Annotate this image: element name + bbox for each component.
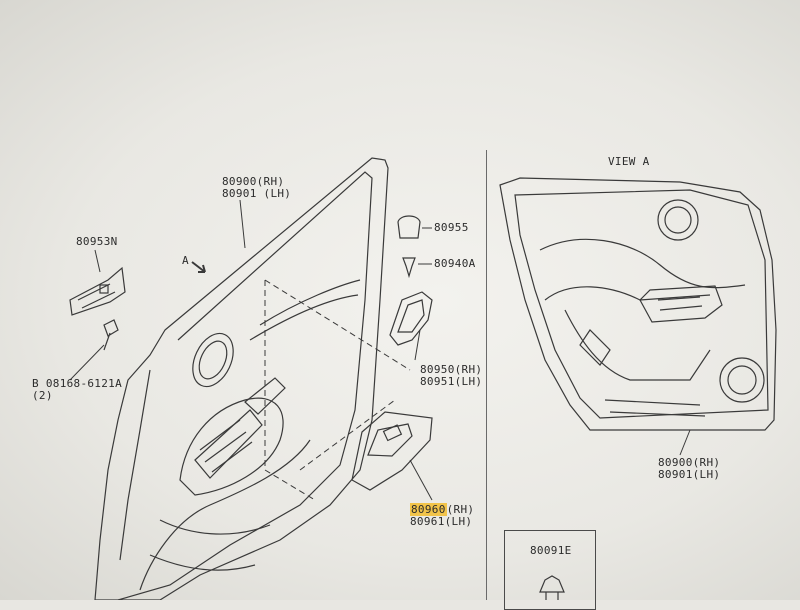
cap-label: 80955 (434, 221, 469, 234)
view-a-speaker-lower (719, 357, 765, 403)
clip-part (402, 257, 416, 279)
view-a-door-outline (499, 177, 777, 431)
bolt-part-number: B 08168-6121A (32, 377, 122, 390)
handle-lh: 80951(LH) (420, 375, 483, 388)
handle-rh: 80950(RH) (420, 363, 483, 376)
bracket-label: 80953N (76, 235, 118, 248)
fastener-label: 80091E (530, 544, 572, 557)
fastener-part (539, 575, 565, 593)
clip-label: 80940A (434, 257, 476, 270)
speaker-opening (192, 332, 234, 388)
bolt-part (103, 319, 119, 351)
switch-recess (194, 409, 263, 479)
handle-label: 80950(RH) 80951(LH) (420, 364, 482, 388)
armrest-pocket (179, 397, 284, 496)
switch-bezel-rh-suffix: (RH) (446, 503, 475, 516)
view-a-switch (639, 285, 723, 323)
door-main-lh: 80901 (LH) (222, 187, 292, 200)
switch-bezel-label: 80960(RH) 80961(LH) (410, 503, 475, 528)
door-main-label: 80900(RH) 80901 (LH) (222, 176, 291, 200)
switch-bezel-rh-highlight: 80960 (410, 503, 447, 516)
view-a-title: VIEW A (608, 155, 650, 168)
bracket-part (69, 266, 126, 316)
view-a-speaker-upper (657, 199, 699, 241)
view-door-lh: 80901(LH) (658, 468, 721, 481)
bolt-qty: (2) (32, 389, 53, 402)
door-upper-contour (249, 279, 361, 341)
arrow-a (191, 261, 206, 273)
view-door-label: 80900(RH) 80901(LH) (658, 457, 720, 481)
switch-bezel-part (351, 411, 433, 491)
cap-part (397, 215, 421, 239)
fastener-detail-box: 80091E (504, 530, 596, 610)
door-main-rh: 80900(RH) (222, 175, 285, 188)
door-trim-inner (117, 171, 373, 600)
view-door-rh: 80900(RH) (658, 456, 721, 469)
switch-bezel-lh: 80961(LH) (410, 515, 473, 528)
bolt-label: B 08168-6121A (2) (32, 378, 122, 402)
handle-part (389, 291, 433, 346)
door-trim-outline (94, 157, 389, 600)
door-armrest-curve (139, 439, 311, 591)
view-divider-line (486, 150, 487, 600)
arrow-a-label: A (182, 254, 189, 267)
